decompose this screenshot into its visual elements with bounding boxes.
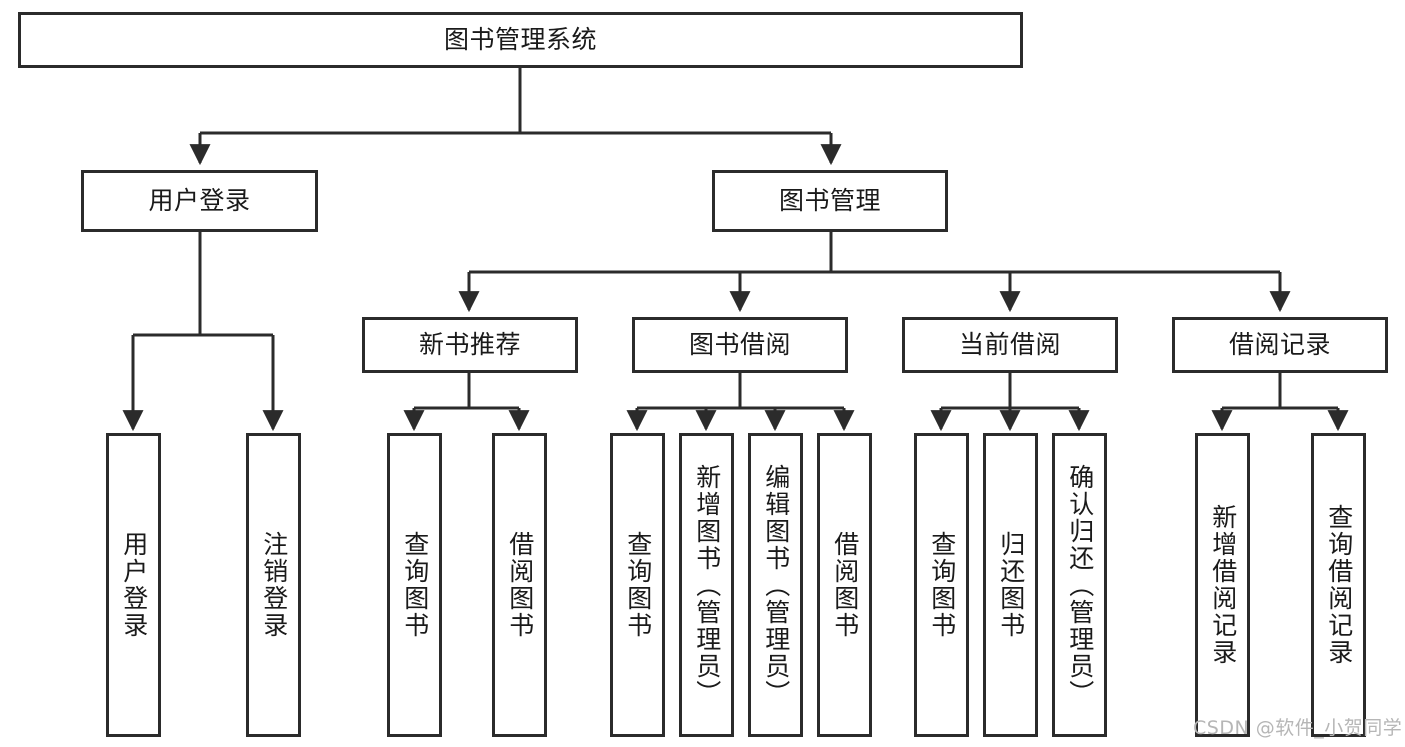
node-book-management[interactable]: 图书管理 <box>712 170 948 232</box>
node-label: 确认归还（管理员） <box>1065 463 1095 707</box>
node-borrow-record[interactable]: 借阅记录 <box>1172 317 1388 373</box>
node-current-borrow[interactable]: 当前借阅 <box>902 317 1118 373</box>
node-label: 新书推荐 <box>418 330 521 359</box>
leaf-book-borrow-query[interactable]: 查询图书 <box>610 433 665 737</box>
leaf-book-borrow-borrow[interactable]: 借阅图书 <box>817 433 872 737</box>
node-label: 查询图书 <box>927 531 957 639</box>
node-label: 图书管理 <box>778 186 881 215</box>
node-label: 新增图书（管理员） <box>692 463 722 707</box>
leaf-book-borrow-add-admin[interactable]: 新增图书（管理员） <box>679 433 734 737</box>
node-label: 查询图书 <box>623 531 653 639</box>
node-label: 查询图书 <box>400 531 430 639</box>
node-label: 查询借阅记录 <box>1324 504 1354 666</box>
leaf-current-borrow-confirm-admin[interactable]: 确认归还（管理员） <box>1052 433 1107 737</box>
leaf-book-borrow-edit-admin[interactable]: 编辑图书（管理员） <box>748 433 803 737</box>
node-label: 注销登录 <box>259 531 289 639</box>
leaf-record-query[interactable]: 查询借阅记录 <box>1311 433 1366 737</box>
leaf-user-login-signout[interactable]: 注销登录 <box>246 433 301 737</box>
leaf-user-login-signin[interactable]: 用户登录 <box>106 433 161 737</box>
csdn-watermark: CSDN @软件_小贺同学 <box>1193 717 1403 739</box>
node-label: 用户登录 <box>148 186 251 215</box>
node-label: 图书管理系统 <box>443 25 597 54</box>
leaf-new-book-borrow[interactable]: 借阅图书 <box>492 433 547 737</box>
node-user-login[interactable]: 用户登录 <box>81 170 318 232</box>
node-new-book-recommend[interactable]: 新书推荐 <box>362 317 578 373</box>
node-label: 图书借阅 <box>688 330 791 359</box>
leaf-new-book-query[interactable]: 查询图书 <box>387 433 442 737</box>
node-label: 归还图书 <box>996 531 1026 639</box>
node-book-borrow[interactable]: 图书借阅 <box>632 317 848 373</box>
node-label: 借阅图书 <box>830 531 860 639</box>
node-label: 编辑图书（管理员） <box>761 463 791 707</box>
leaf-current-borrow-query[interactable]: 查询图书 <box>914 433 969 737</box>
leaf-current-borrow-return[interactable]: 归还图书 <box>983 433 1038 737</box>
node-label: 借阅记录 <box>1228 330 1331 359</box>
node-label: 借阅图书 <box>505 531 535 639</box>
leaf-record-add[interactable]: 新增借阅记录 <box>1195 433 1250 737</box>
node-label: 新增借阅记录 <box>1208 504 1238 666</box>
node-label: 当前借阅 <box>958 330 1061 359</box>
node-root-book-management-system[interactable]: 图书管理系统 <box>18 12 1023 68</box>
node-label: 用户登录 <box>119 531 149 639</box>
